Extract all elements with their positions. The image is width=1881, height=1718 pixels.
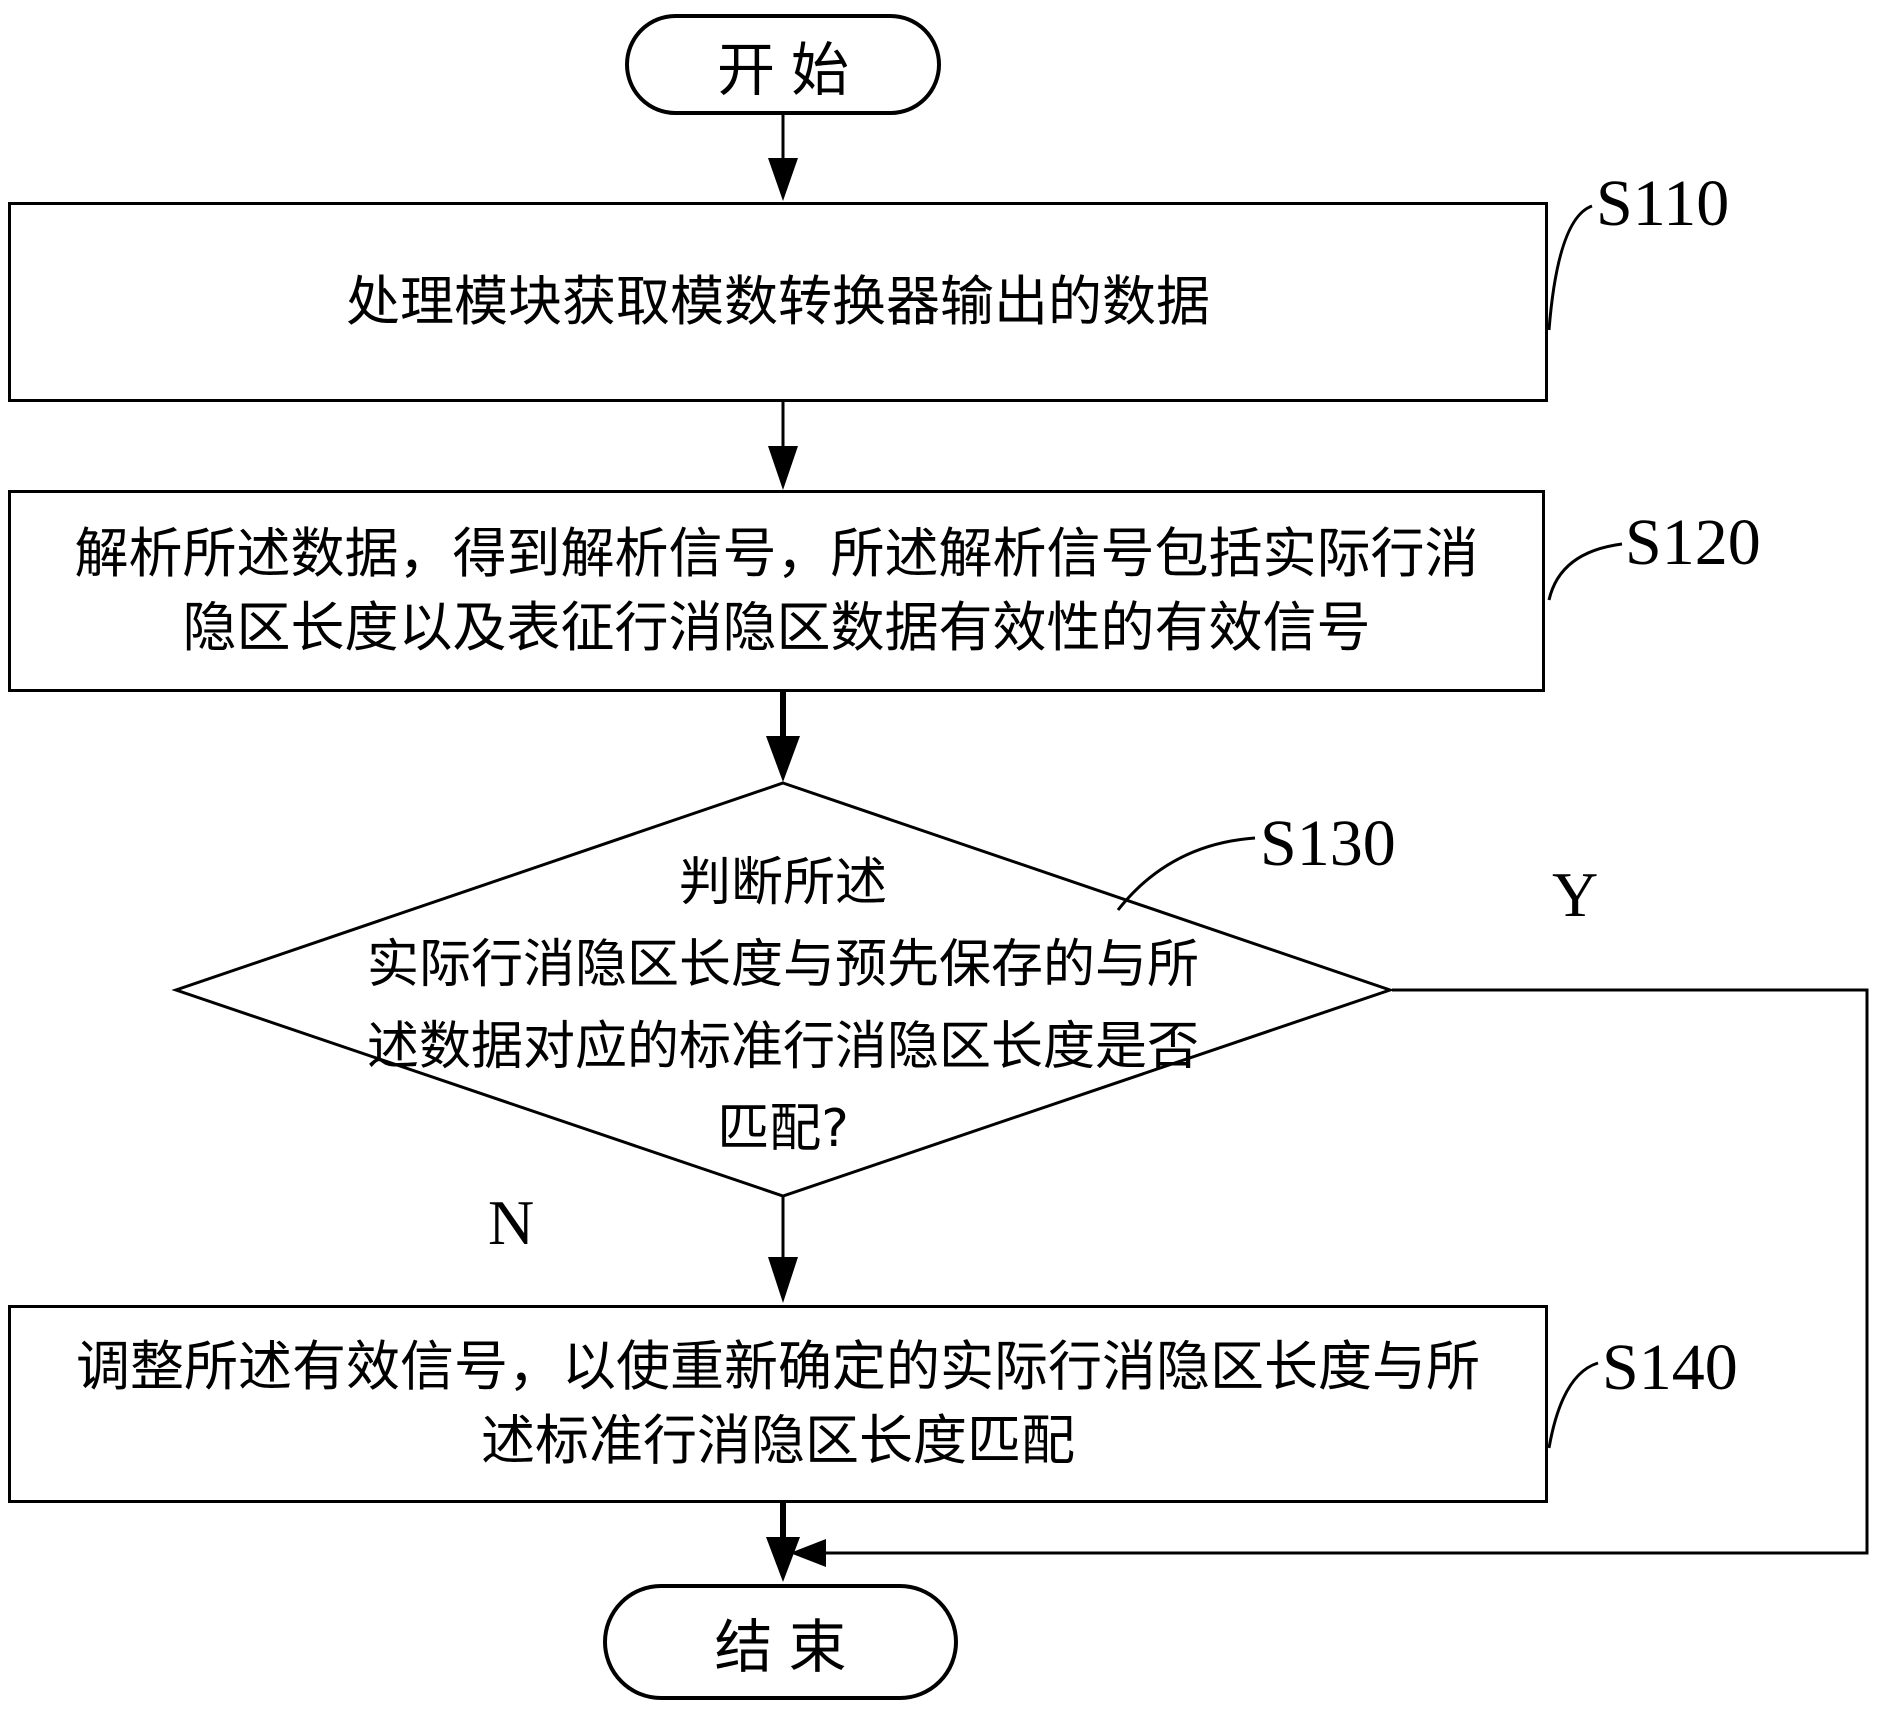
no-label: N <box>488 1187 535 1258</box>
arrow-s120-to-s130 <box>766 692 800 782</box>
step-label-s120: S120 <box>1625 506 1761 579</box>
decision-line3: 述数据对应的标准行消隐区长度是否 <box>366 1017 1199 1077</box>
process-box-s140: 调整所述有效信号，以使重新确定的实际行消隐区长度与所 述标准行消隐区长度匹配 <box>8 1305 1548 1503</box>
process-text-s110: 处理模块获取模数转换器输出的数据 <box>346 270 1210 333</box>
leader-curve-s110 <box>1547 204 1593 331</box>
end-label: 结束 <box>714 1613 863 1681</box>
arrow-s110-to-s120 <box>768 402 798 490</box>
leader-curve-s130 <box>1116 836 1256 911</box>
start-label: 开始 <box>716 35 865 104</box>
process-text-s140-line2: 述标准行消隐区长度匹配 <box>481 1409 1075 1472</box>
no-branch-arrow <box>768 1196 798 1303</box>
arrow-s140-to-end <box>766 1503 800 1582</box>
decision-line1: 判断所述 <box>678 853 887 913</box>
yes-branch-line <box>790 988 1869 1567</box>
start-terminator: 开始 <box>625 14 941 115</box>
arrow-start-to-s110 <box>768 115 798 201</box>
step-label-s130: S130 <box>1260 807 1396 880</box>
decision-line4: 匹配? <box>717 1099 849 1159</box>
decision-line2: 实际行消隐区长度与预先保存的与所 <box>366 935 1199 995</box>
process-box-s120: 解析所述数据，得到解析信号，所述解析信号包括实际行消 隐区长度以及表征行消隐区数… <box>8 490 1545 692</box>
process-box-s110: 处理模块获取模数转换器输出的数据 <box>8 202 1548 402</box>
yes-label: Y <box>1552 859 1599 930</box>
leader-curve-s140 <box>1547 1361 1599 1449</box>
decision-text-s130: 判断所述 实际行消隐区长度与预先保存的与所 述数据对应的标准行消隐区长度是否 匹… <box>300 842 1266 1170</box>
process-text-s120-line1: 解析所述数据，得到解析信号，所述解析信号包括实际行消 <box>74 522 1479 585</box>
process-text-s120-line2: 隐区长度以及表征行消隐区数据有效性的有效信号 <box>182 596 1371 659</box>
leader-curve-s120 <box>1547 542 1623 601</box>
step-label-s110: S110 <box>1596 167 1730 240</box>
end-terminator: 结束 <box>603 1584 958 1700</box>
process-text-s140-line1: 调整所述有效信号，以使重新确定的实际行消隐区长度与所 <box>76 1335 1480 1398</box>
step-label-s140: S140 <box>1602 1331 1738 1404</box>
